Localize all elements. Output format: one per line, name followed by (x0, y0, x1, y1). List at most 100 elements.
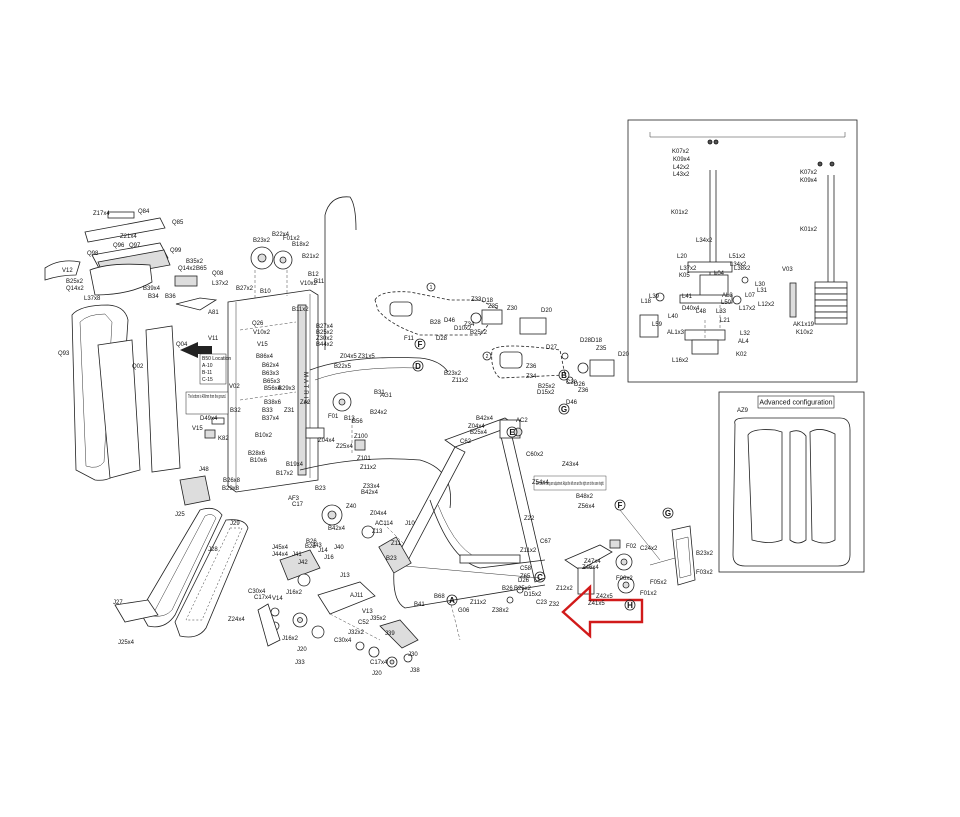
part-label: B25x2 (538, 384, 556, 390)
part-label: L48 (696, 309, 707, 315)
part-label: B27x4 (316, 324, 334, 330)
part-label: J42 (298, 560, 308, 566)
part-label: L40 (668, 314, 679, 320)
location-row-b: B-11 (202, 370, 212, 376)
part-label: K10x2 (796, 330, 814, 336)
part-label: Z42x5 (596, 594, 613, 600)
location-row-c: C-15 (202, 377, 213, 383)
part-label: V13 (362, 609, 373, 615)
part-label: Z47x4 (584, 559, 601, 565)
part-label: J43 (312, 543, 322, 549)
part-label: Z11x2 (520, 548, 537, 554)
part-label: C30 (566, 380, 578, 386)
svg-text:B: B (561, 371, 567, 380)
part-label: K07x2 (800, 170, 818, 176)
part-label: Z42 (300, 400, 311, 406)
part-label: Z11 (391, 541, 402, 547)
part-label: B22x4 (272, 232, 290, 238)
part-label: J41 (292, 552, 302, 558)
part-label: J28 (208, 547, 218, 553)
part-label: F01x2 (283, 236, 300, 242)
part-label: V10x2 (253, 330, 271, 336)
part-label: J16x2 (286, 590, 303, 596)
part-label: C52 (358, 620, 370, 626)
part-label: B25x2 (316, 330, 334, 336)
part-label: C17x4 (370, 660, 388, 666)
part-label: L41 (682, 294, 693, 300)
part-label: L21 (720, 318, 731, 324)
part-label: Q04 (176, 342, 188, 348)
highlight-arrow (561, 584, 644, 639)
part-label: B23 (315, 486, 326, 492)
part-label: J44x4 (272, 552, 289, 558)
part-label: C17x4 (254, 595, 272, 601)
part-label: Q84 (138, 209, 150, 215)
part-label: Z33 (471, 297, 482, 303)
part-label: B21x2 (302, 254, 320, 260)
part-label: Z32 (549, 602, 560, 608)
part-label: L32 (740, 331, 751, 337)
svg-text:F: F (618, 501, 623, 510)
part-label: Z21x4 (120, 234, 137, 240)
part-label: B11x2 (292, 307, 309, 313)
part-label: C23 (536, 600, 548, 606)
part-label: L17x2 (739, 306, 756, 312)
main-frame: MATRIX B50 Location A-10 B-11 C-15 The b… (185, 246, 319, 493)
part-label: D40x4 (682, 306, 700, 312)
part-label: B29x3 (278, 386, 296, 392)
part-label: Z17x4 (93, 211, 110, 217)
svg-text:Z54 Used for swing arm adjustm: Z54 Used for swing arm adjustment. Adjus… (536, 481, 604, 487)
part-label: C17 (292, 502, 304, 508)
part-label: B23x2 (253, 238, 271, 244)
part-label: C60x2 (526, 452, 544, 458)
part-label: B28x6 (248, 451, 266, 457)
part-label: L38x2 (734, 266, 751, 272)
part-label: C58 (520, 566, 532, 572)
callout-h: H (624, 599, 636, 611)
part-label: B62x4 (262, 363, 280, 369)
part-label: Z24x4 (228, 617, 245, 623)
part-label: B27x2 (236, 286, 254, 292)
part-label: Q97 (129, 243, 141, 249)
part-label: Q26 (252, 321, 264, 327)
part-label: Z46x4 (582, 565, 599, 571)
part-label: C67 (540, 539, 552, 545)
part-label: B86x4 (256, 354, 274, 360)
part-label: J27 (113, 600, 123, 606)
part-label: Q14x2 (178, 266, 196, 272)
part-label-az9: AZ9 (737, 408, 749, 414)
svg-text:D: D (415, 362, 421, 371)
frame-brand-text: MATRIX (302, 372, 308, 406)
svg-text:H: H (627, 601, 633, 610)
part-label: B26 (502, 586, 513, 592)
top-shroud-parts (44, 211, 218, 481)
part-label: D28 (436, 336, 448, 342)
part-label: J48 (199, 467, 209, 473)
callout-b: B (558, 369, 570, 381)
part-label: Z56x4 (578, 504, 595, 510)
part-label: Z33x4 (363, 484, 380, 490)
part-label: J35x2 (370, 616, 387, 622)
part-label: L34x2 (696, 238, 713, 244)
part-label: K09x4 (673, 157, 691, 163)
part-label: B10x6 (250, 458, 268, 464)
part-label: V11 (208, 336, 219, 342)
part-label: Q93 (58, 351, 70, 357)
bottom-note: The bottom is 400mm from the ground. (188, 394, 226, 400)
part-label: L39 (649, 294, 660, 300)
part-label: B56 (352, 419, 363, 425)
part-label: AK1x19 (793, 322, 815, 328)
part-label: D15x2 (524, 592, 542, 598)
part-label: L34x2 (730, 262, 747, 268)
part-label: Z30x2 (316, 336, 333, 342)
part-label: Z41x5 (588, 601, 605, 607)
part-label: D15x2 (537, 390, 555, 396)
part-label: Z25x4 (336, 444, 353, 450)
part-label: F06x2 (616, 576, 633, 582)
part-label: K02 (736, 352, 747, 358)
part-label: B48x2 (576, 494, 594, 500)
